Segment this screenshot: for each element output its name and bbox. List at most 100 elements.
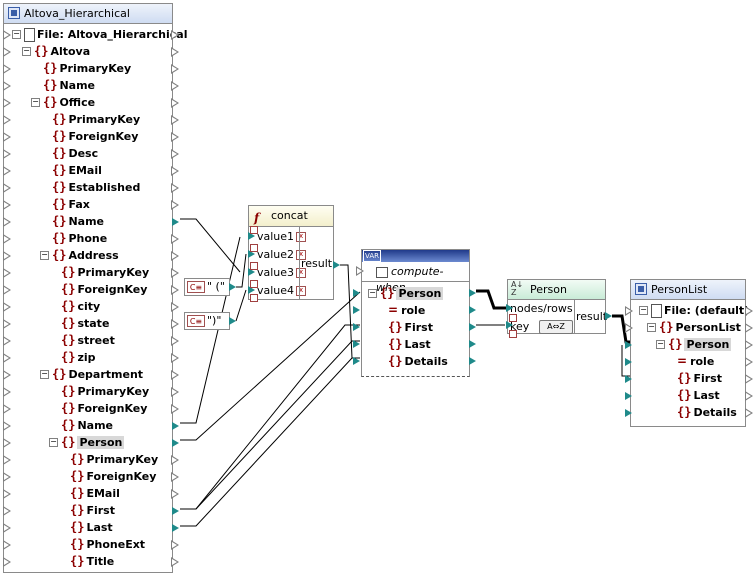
source-title-bar[interactable]: Altova_Hierarchical (4, 4, 172, 24)
source-output-port[interactable] (171, 115, 179, 125)
source-input-port[interactable] (3, 166, 11, 176)
tree-item[interactable]: {}Details (677, 404, 737, 421)
source-input-port[interactable] (3, 472, 11, 482)
target-file-row[interactable]: − File: (default) (639, 302, 749, 319)
collapse-toggle-icon[interactable]: − (49, 437, 58, 447)
collapse-toggle-icon[interactable]: − (22, 46, 31, 56)
variable-input-port[interactable] (353, 323, 360, 331)
tree-item[interactable]: {}ForeignKey (70, 468, 156, 485)
source-output-port[interactable] (172, 422, 179, 430)
target-output-port[interactable] (745, 323, 753, 333)
source-input-port[interactable] (3, 438, 11, 448)
collapse-toggle-icon[interactable]: − (31, 97, 40, 107)
source-output-port[interactable] (171, 387, 179, 397)
source-output-port[interactable] (171, 455, 179, 465)
source-output-port[interactable] (172, 507, 179, 515)
source-input-port[interactable] (3, 557, 11, 567)
source-output-port[interactable] (171, 132, 179, 142)
tree-item[interactable]: {}Name (52, 213, 104, 230)
collapse-toggle-icon[interactable]: − (12, 29, 21, 39)
tree-item[interactable]: {}PrimaryKey (61, 383, 149, 400)
target-output-port[interactable] (745, 374, 753, 384)
source-input-port[interactable] (3, 455, 11, 465)
source-output-port[interactable] (171, 353, 179, 363)
tree-item[interactable]: −{}Person (49, 434, 125, 451)
concat-input-port[interactable] (248, 286, 255, 294)
source-output-port[interactable] (171, 30, 179, 40)
variable-title-bar[interactable]: VAR (362, 250, 469, 262)
tree-item[interactable]: −{}Address (40, 247, 119, 264)
tree-item[interactable]: {}First (677, 370, 722, 387)
variable-output-port[interactable] (469, 289, 476, 297)
tree-item[interactable]: −{}Altova (22, 43, 90, 60)
sort-order-button[interactable]: A⇔Z (539, 320, 573, 334)
target-input-port[interactable] (625, 341, 632, 349)
tree-item[interactable]: {}PhoneExt (70, 536, 145, 553)
source-input-port[interactable] (3, 336, 11, 346)
variable-item[interactable]: =role (388, 302, 425, 319)
source-output-port[interactable] (171, 251, 179, 261)
constant-close-paren[interactable]: C≡ ")" (184, 312, 230, 330)
tree-item[interactable]: −{}Department (40, 366, 143, 383)
target-input-port[interactable] (625, 409, 632, 417)
tree-item[interactable]: {}First (70, 502, 115, 519)
source-output-port[interactable] (171, 183, 179, 193)
tree-item[interactable]: =role (677, 353, 714, 370)
source-input-port[interactable] (3, 404, 11, 414)
tree-item[interactable]: {}street (61, 332, 115, 349)
tree-item[interactable]: {}EMail (70, 485, 120, 502)
sort-title-bar[interactable]: A↓Z Person (508, 280, 605, 300)
tree-item[interactable]: {}PrimaryKey (52, 111, 140, 128)
tree-item[interactable]: {}EMail (52, 162, 102, 179)
source-output-port[interactable] (171, 234, 179, 244)
variable-output-port[interactable] (469, 323, 476, 331)
target-output-port[interactable] (745, 408, 753, 418)
source-output-port[interactable] (171, 200, 179, 210)
source-input-port[interactable] (3, 200, 11, 210)
source-input-port[interactable] (3, 387, 11, 397)
source-output-port[interactable] (171, 149, 179, 159)
concat-title-bar[interactable]: f concat (249, 206, 333, 227)
source-input-port[interactable] (3, 217, 11, 227)
source-file-row[interactable]: − File: Altova_Hierarchical (12, 26, 187, 43)
source-input-port[interactable] (3, 47, 11, 57)
source-output-port[interactable] (171, 540, 179, 550)
target-title-bar[interactable]: PersonList (631, 280, 745, 300)
source-input-port[interactable] (3, 251, 11, 261)
constant-open-paren[interactable]: C≡ " (" (184, 278, 230, 296)
source-output-port[interactable] (171, 489, 179, 499)
concat-output-port[interactable] (333, 261, 340, 269)
tree-item[interactable]: {}city (61, 298, 100, 315)
variable-component[interactable]: VAR compute-when −{}Person=role{}First{}… (361, 249, 470, 377)
remove-input-icon[interactable]: x (296, 250, 307, 260)
source-input-port[interactable] (3, 234, 11, 244)
variable-item[interactable]: {}Last (388, 336, 431, 353)
target-input-port[interactable] (625, 323, 633, 333)
tree-item[interactable]: {}PrimaryKey (61, 264, 149, 281)
source-input-port[interactable] (3, 115, 11, 125)
tree-item[interactable]: {}Name (61, 417, 113, 434)
remove-input-icon[interactable]: x (296, 286, 307, 296)
sort-input-port[interactable] (506, 304, 513, 312)
target-input-port[interactable] (625, 306, 633, 316)
tree-item[interactable]: {}Fax (52, 196, 90, 213)
source-output-port[interactable] (172, 524, 179, 532)
variable-output-port[interactable] (469, 357, 476, 365)
add-input-icon[interactable] (250, 226, 258, 234)
tree-item[interactable]: −{}Person (656, 336, 732, 353)
tree-item[interactable]: {}Last (677, 387, 720, 404)
sort-input-port[interactable] (506, 321, 513, 329)
add-input-icon[interactable] (250, 244, 258, 252)
source-input-port[interactable] (3, 98, 11, 108)
tree-item[interactable]: {}PrimaryKey (43, 60, 131, 77)
variable-input-port[interactable] (353, 357, 360, 365)
source-output-port[interactable] (172, 439, 179, 447)
target-output-port[interactable] (745, 357, 753, 367)
source-output-port[interactable] (171, 370, 179, 380)
tree-item[interactable]: {}state (61, 315, 109, 332)
source-input-port[interactable] (3, 268, 11, 278)
source-output-port[interactable] (171, 268, 179, 278)
